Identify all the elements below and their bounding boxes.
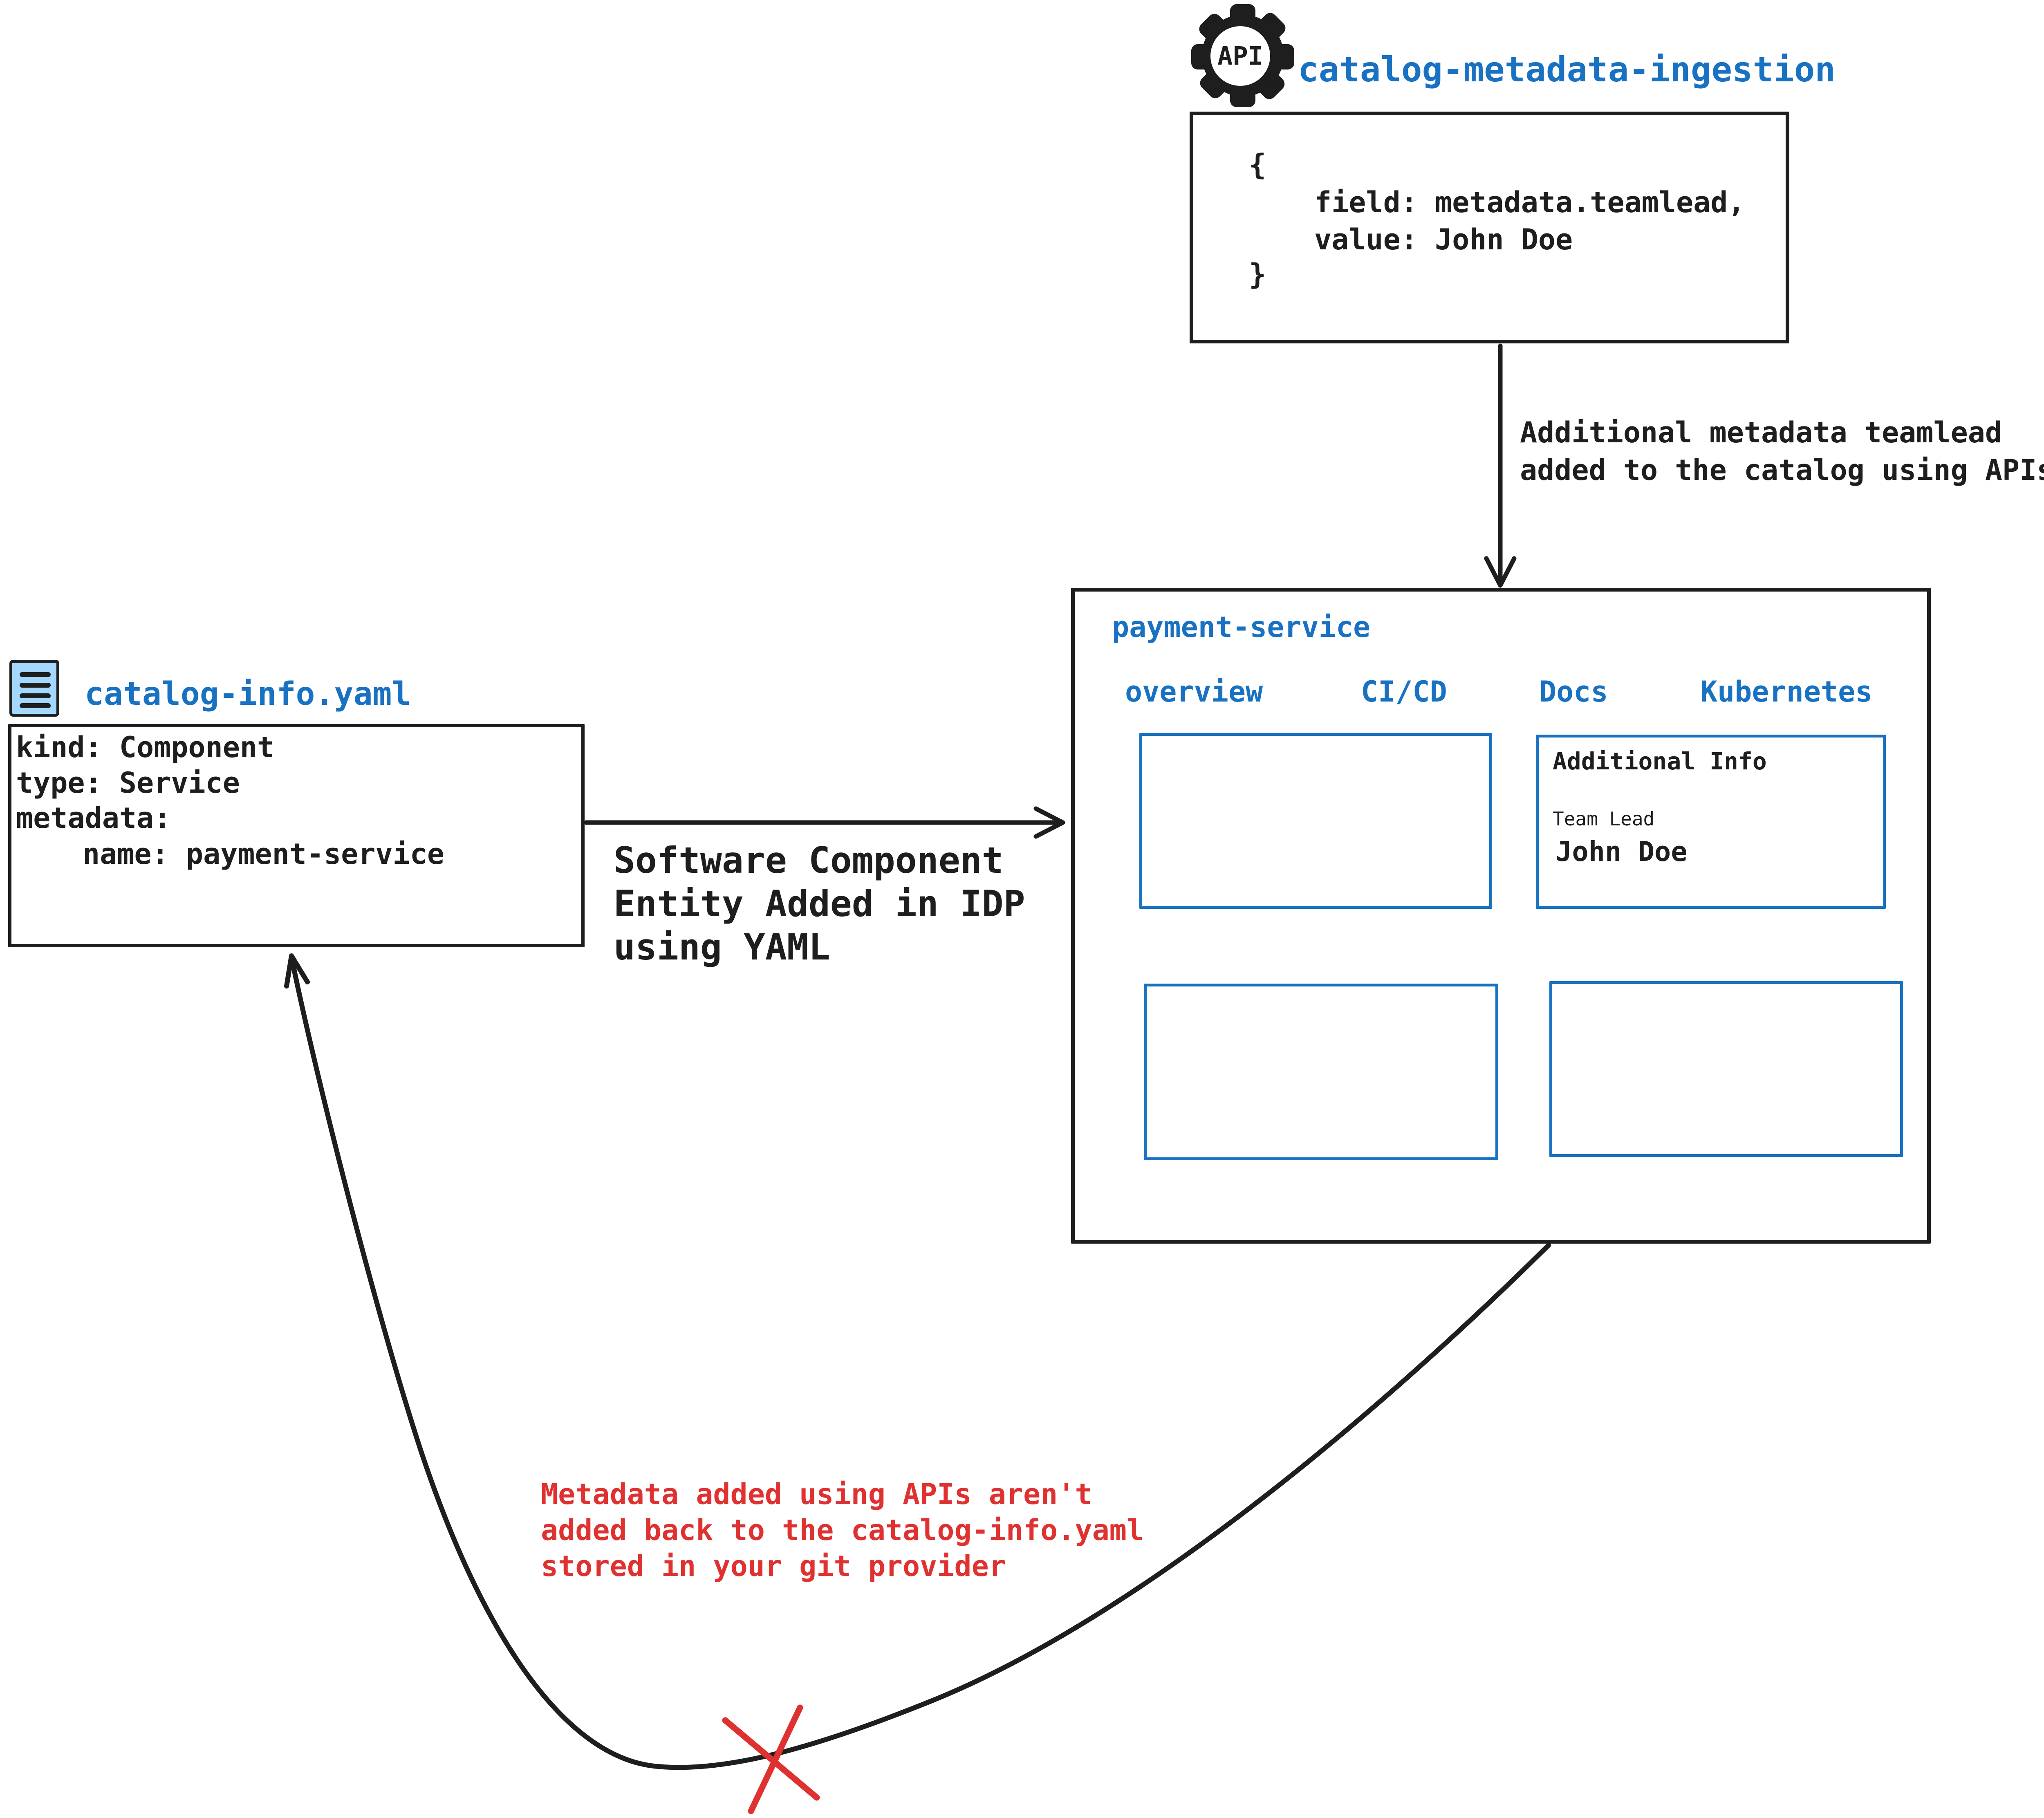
api-to-catalog-arrow <box>1484 343 1517 588</box>
tab-kubernetes: Kubernetes <box>1700 675 1873 708</box>
yaml-line-type: type: Service <box>16 766 240 800</box>
document-icon-bar <box>20 703 51 708</box>
yaml-box <box>8 724 585 947</box>
blocked-x-icon <box>722 1704 820 1814</box>
team-lead-label: Team Lead <box>1553 808 1655 830</box>
document-icon <box>9 660 59 717</box>
idp-title: payment-service <box>1112 610 1371 644</box>
yaml-arrow-label: Software Component Entity Added in IDP u… <box>614 839 1025 968</box>
ingestion-title: catalog-metadata-ingestion <box>1298 49 1836 90</box>
tab-cicd: CI/CD <box>1361 675 1447 708</box>
panel-bottom-left <box>1144 984 1498 1160</box>
code-line-close-brace: } <box>1249 258 1266 291</box>
idp-to-yaml-return-arrow <box>284 953 1551 1770</box>
tab-docs: Docs <box>1539 675 1608 708</box>
api-gear-icon: API <box>1191 4 1294 107</box>
yaml-title: catalog-info.yaml <box>85 676 411 713</box>
team-lead-value: John Doe <box>1555 836 1688 868</box>
code-line-open-brace: { <box>1249 148 1266 182</box>
panel-overview-content <box>1139 733 1492 909</box>
ingestion-code-box <box>1190 112 1789 343</box>
yaml-to-idp-arrow <box>584 806 1065 839</box>
api-arrow-label: Additional metadata teamlead added to th… <box>1520 416 2044 487</box>
yaml-line-kind: kind: Component <box>16 731 275 764</box>
panel-additional-info <box>1536 735 1886 909</box>
additional-info-heading: Additional Info <box>1553 747 1767 775</box>
tab-overview: overview <box>1125 675 1263 708</box>
document-icon-bar <box>20 683 51 688</box>
document-icon-bar <box>20 672 51 677</box>
yaml-line-metadata: metadata: <box>16 801 171 835</box>
code-line-value: value: John Doe <box>1314 223 1573 256</box>
yaml-line-name: name: payment-service <box>83 837 445 871</box>
api-icon-label: API <box>1217 41 1263 71</box>
code-line-field: field: metadata.teamlead, <box>1314 186 1745 219</box>
warning-text: Metadata added using APIs aren't added b… <box>541 1477 1144 1583</box>
document-icon-bar <box>20 693 51 698</box>
panel-bottom-right <box>1549 981 1903 1157</box>
